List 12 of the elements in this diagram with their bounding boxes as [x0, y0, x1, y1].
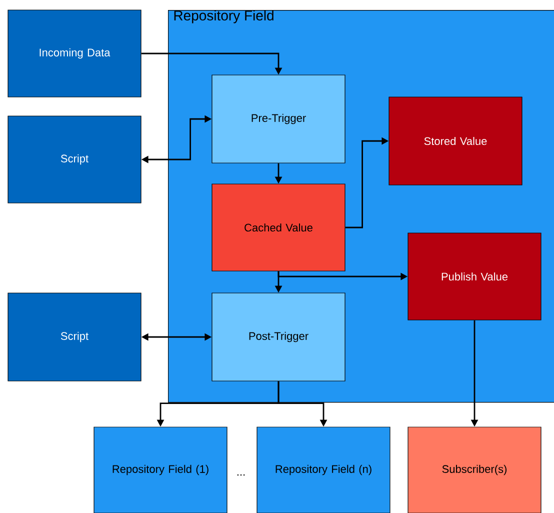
process-box: Script — [8, 116, 142, 204]
process-box: Subscriber(s) — [408, 426, 542, 513]
ellipsis: ... — [237, 474, 245, 476]
process-box: Publish Value — [408, 232, 542, 320]
process-box: Post-Trigger — [212, 292, 346, 382]
process-box: Incoming Data — [8, 10, 142, 98]
process-box: Pre-Trigger — [212, 74, 346, 164]
process-box: Stored Value — [388, 96, 522, 186]
process-box: Cached Value — [212, 184, 346, 272]
process-box: Repository Field (n) — [256, 426, 390, 513]
process-box: Repository Field (1) — [94, 426, 228, 513]
process-box: Script — [8, 292, 142, 382]
